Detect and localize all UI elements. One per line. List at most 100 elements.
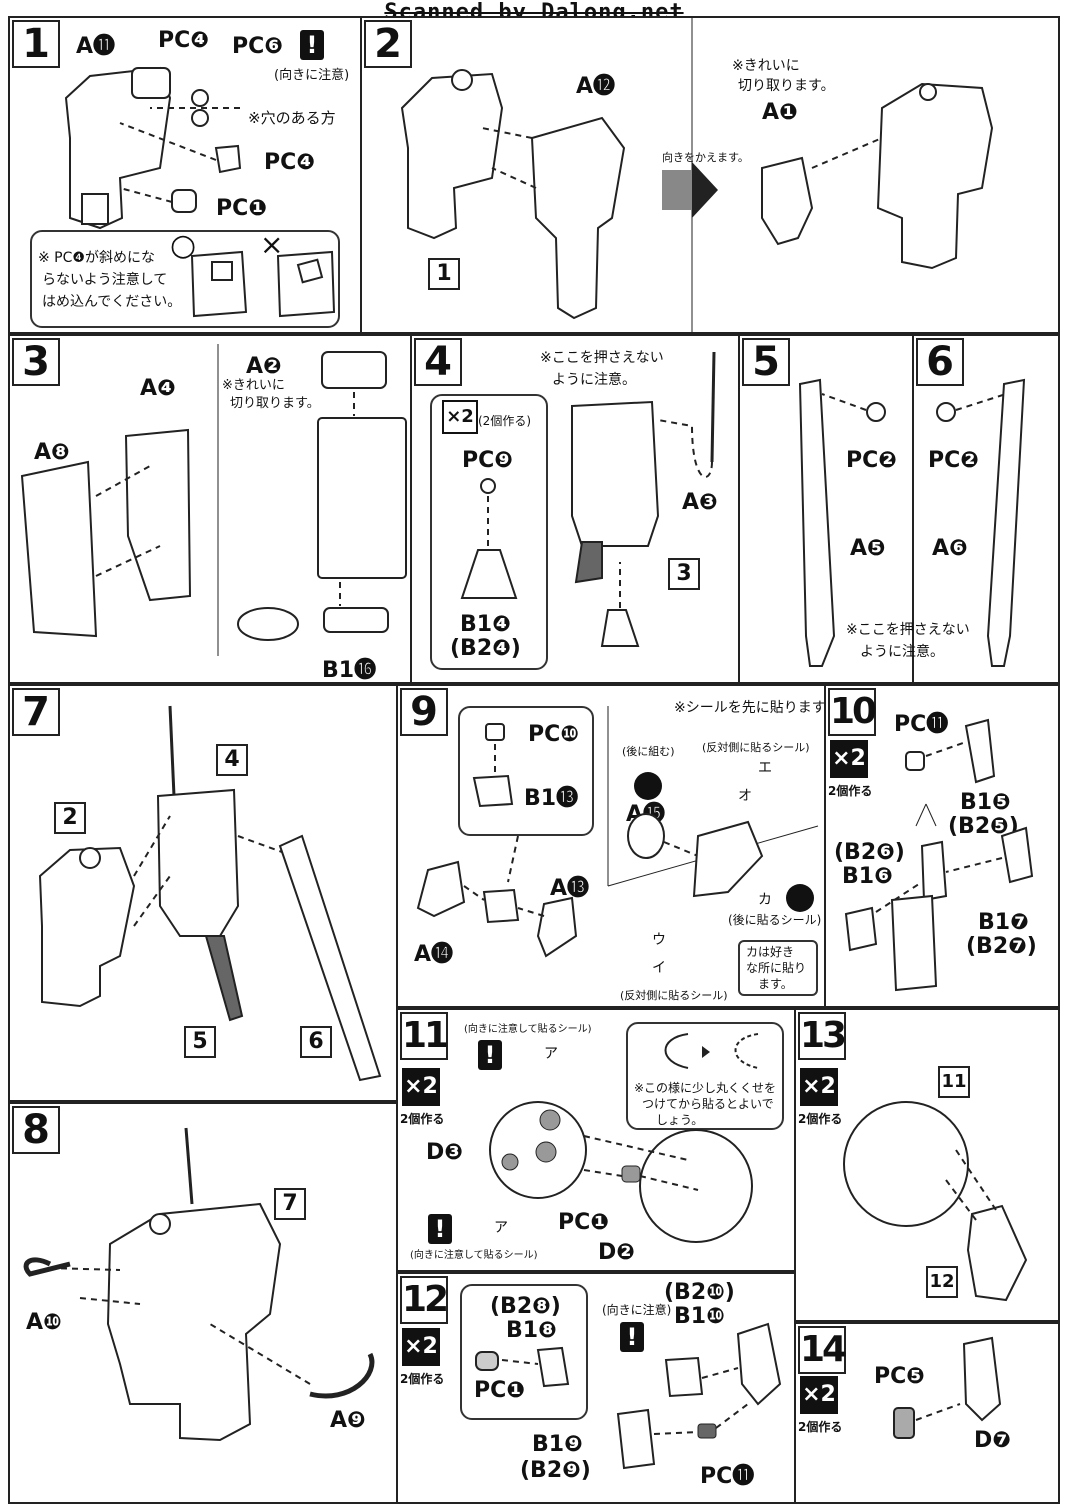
times-two-caption: (2個作る) [478, 414, 531, 428]
label-a11: A⓫ [76, 34, 116, 59]
label-pc6: PC❻ [232, 34, 283, 59]
step-14-panel: 14 ×2 2個作る PC❺ D❼ [794, 1322, 1060, 1504]
step-number: 3 [12, 338, 60, 386]
step-7-panel: 7 2 4 5 6 [8, 684, 398, 1102]
sticker-a-2: ア [494, 1220, 508, 1236]
label-pc1: PC❶ [474, 1378, 525, 1403]
note-direction: (向きに注意) [602, 1303, 672, 1317]
note-warning-1: ※ここを押さえない [540, 350, 664, 366]
label-pc2: PC❷ [928, 448, 979, 473]
times-two-badge: ×2 [402, 1328, 440, 1366]
step-number: 12 [400, 1276, 449, 1324]
label-a14: A⓮ [414, 942, 454, 967]
note-warning-2: ように注意。 [552, 372, 636, 388]
label-pc1: PC❶ [558, 1210, 609, 1235]
ka-note-box: カは好き な所に貼り ます。 [738, 940, 818, 996]
warning-icon: ! [478, 1040, 502, 1070]
label-a13: A⓭ [550, 876, 590, 901]
sticker-i: イ [652, 960, 666, 976]
part-drawing-step12 [475, 1322, 782, 1470]
note-cut-2: 切り取ります。 [738, 78, 835, 94]
tip-line-3: はめ込んでください。 [42, 294, 182, 310]
ka-note-3: ます。 [758, 977, 793, 991]
step-3-panel: 3 A❹ A❽ A❷ ※きれいに 切り取ります。 B1⓰ [8, 334, 412, 684]
sticker-e: エ [758, 760, 772, 776]
label-pc5: PC❺ [874, 1364, 925, 1389]
ng-mark: × [260, 228, 284, 261]
label-b116: B1⓰ [322, 658, 377, 683]
ref-box-2: 2 [54, 802, 86, 834]
step-number: 2 [364, 20, 412, 68]
label-d2: D❷ [598, 1240, 635, 1265]
label-d7: D❼ [974, 1428, 1011, 1453]
step-number: 8 [12, 1106, 60, 1154]
step-number: 1 [12, 20, 60, 68]
times-two-badge: ×2 [402, 1068, 440, 1106]
curl-tip-box: ※この様に少し丸くくせを つけてから貼るとよいで しょう。 [626, 1022, 784, 1130]
label-b14: B1❹ [460, 612, 511, 637]
ref-box-3: 3 [668, 558, 700, 590]
step-12-panel: 12 ×2 2個作る (B2❽) B1❽ PC❶ (向きに注意) ! (B2❿)… [396, 1272, 796, 1504]
label-a8: A❽ [34, 440, 70, 465]
label-a5: A❺ [850, 536, 886, 561]
note-cut-1: ※きれいに [222, 378, 285, 393]
step-2-panel: 2 A⓬ 1 向きをかえます。 ※きれいに 切り取ります。 A❶ [360, 16, 1060, 334]
step-6-panel: 6 PC❷ A❻ [912, 334, 1060, 684]
step-number: 14 [798, 1326, 847, 1374]
note-after: (後に組む) [622, 745, 675, 758]
label-pc11: PC⓫ [894, 712, 949, 737]
step-9-panel: 9 ※シールを先に貼ります。 PC❿ B1⓭ (後に組む) A⓯ (反対側に貼る… [396, 684, 826, 1008]
part-drawing-step9 [416, 706, 819, 958]
times-two-caption: 2個作る [798, 1420, 843, 1434]
label-a4: A❹ [140, 376, 176, 401]
note-opposite-1: (反対側に貼るシール) [702, 741, 810, 754]
label-pc9: PC❾ [462, 448, 513, 473]
part-drawing-step14 [893, 1336, 1002, 1439]
step-number: 7 [12, 688, 60, 736]
ref-box-12: 12 [926, 1266, 958, 1298]
times-two-badge: ×2 [442, 400, 478, 434]
shared-warning-1: ※ここを押さえない [846, 622, 970, 638]
times-two-caption: 2個作る [798, 1112, 843, 1126]
note-after-sticker: (後に貼るシール) [728, 913, 822, 927]
note-sticker-first: ※シールを先に貼ります。 [674, 700, 826, 716]
label-pc2: PC❷ [846, 448, 897, 473]
ref-box-1: 1 [428, 258, 460, 290]
label-b16: B1❻ [842, 864, 893, 889]
note-turn: 向きをかえます。 [662, 151, 749, 164]
sticker-o: オ [738, 788, 752, 804]
step-number: 6 [916, 338, 964, 386]
label-b27: (B2❼) [966, 934, 1037, 959]
times-two-caption: 2個作る [400, 1372, 445, 1386]
label-b18: B1❽ [506, 1318, 557, 1343]
step-13-panel: 13 ×2 2個作る 11 12 [794, 1008, 1060, 1322]
label-a9: A❾ [330, 1408, 366, 1433]
part-drawing-body [64, 66, 242, 230]
label-b110: B1❿ [674, 1304, 725, 1329]
warning-icon-2: ! [428, 1214, 452, 1244]
label-b29: (B2❾) [520, 1458, 591, 1483]
step-number: 11 [400, 1012, 449, 1060]
note-hole: ※穴のある方 [248, 109, 336, 127]
part-drawing-step3 [20, 344, 407, 656]
step-5-panel: 5 PC❷ A❺ [738, 334, 914, 684]
times-two-badge: ×2 [830, 740, 868, 778]
part-drawing-step13 [843, 1101, 1028, 1302]
tip-line-2: らないよう注意して [42, 272, 168, 288]
ref-box-5: 5 [184, 1026, 216, 1058]
step-number: 9 [400, 688, 448, 736]
subassembly-box [458, 706, 594, 836]
tip-line-1: ※ PC❹が斜めにな [38, 250, 155, 266]
step-number: 10 [828, 688, 877, 736]
note-direction: (向きに注意) [274, 68, 350, 83]
sticker-u: ウ [652, 932, 666, 948]
note-cut-1: ※きれいに [732, 58, 800, 74]
ka-note-2: な所に貼り [746, 961, 807, 975]
label-a12: A⓬ [576, 74, 616, 99]
label-b17: B1❼ [978, 910, 1029, 935]
shared-warning-2: ように注意。 [860, 644, 944, 660]
curl-tip-3: しょう。 [656, 1113, 704, 1127]
label-b210: (B2❿) [664, 1280, 735, 1305]
label-a10: A❿ [26, 1310, 62, 1335]
label-b19: B1❾ [532, 1432, 583, 1457]
